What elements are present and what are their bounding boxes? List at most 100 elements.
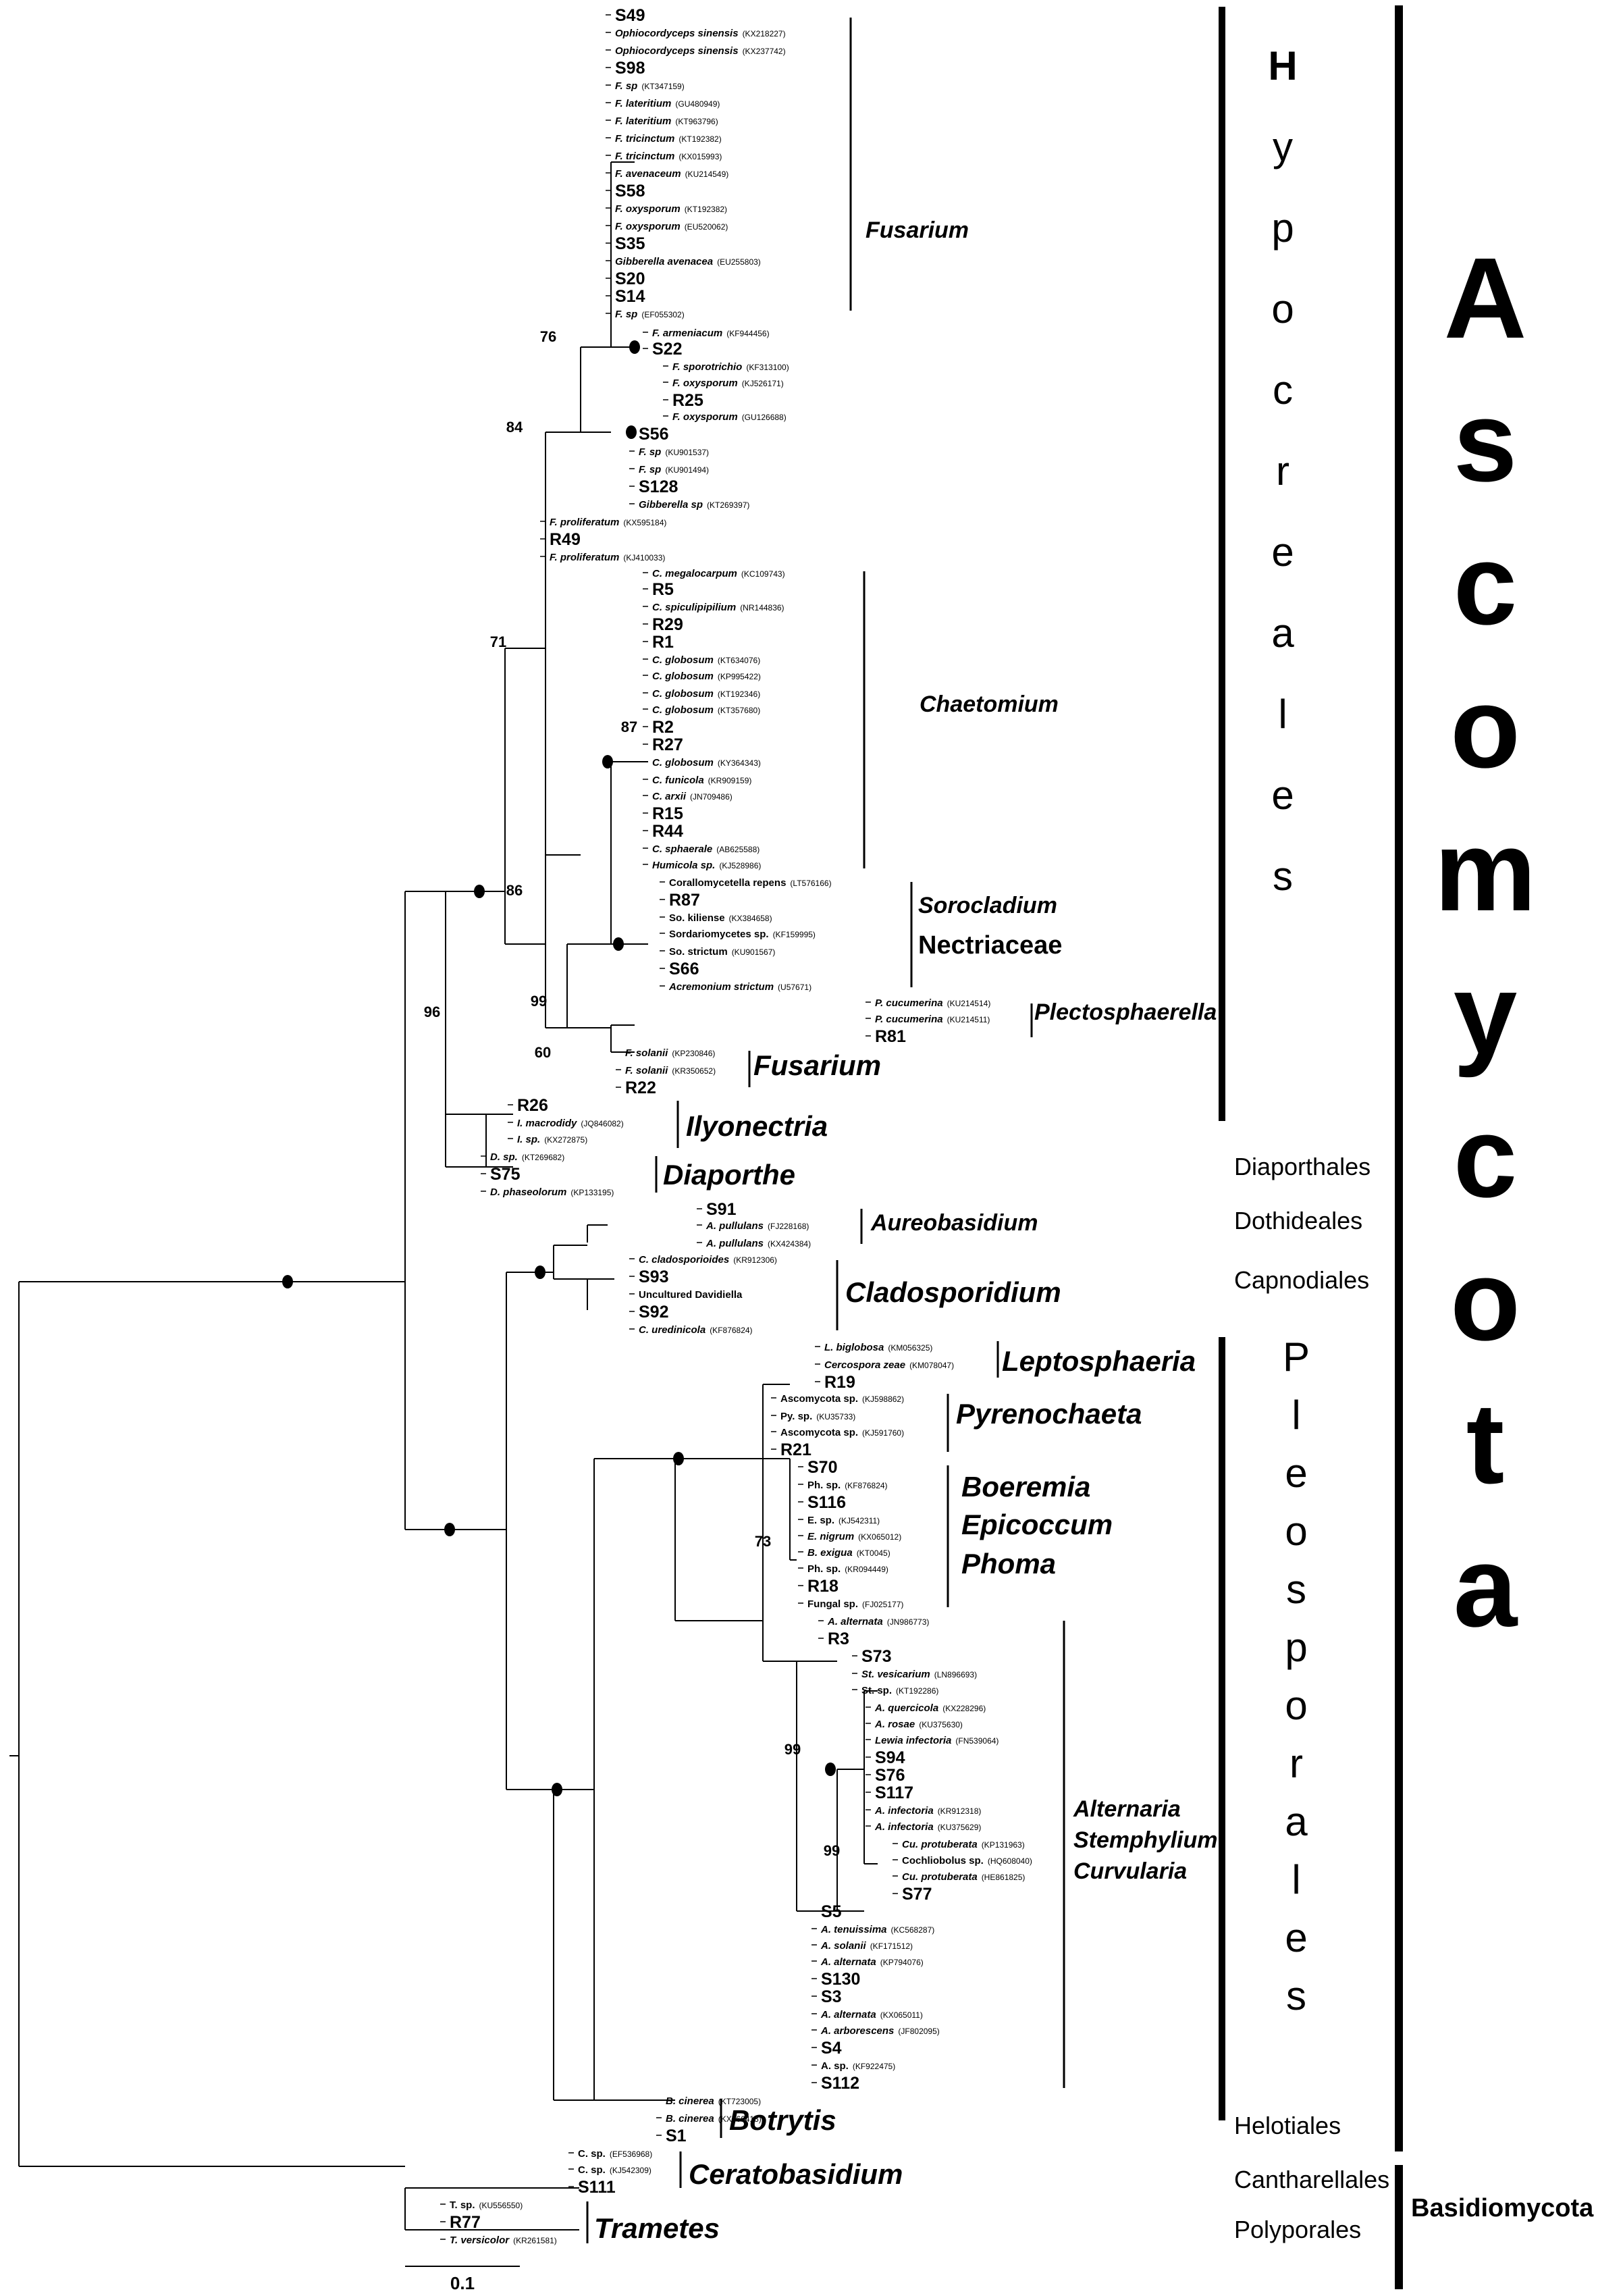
taxon-name: C. globosum (652, 704, 714, 716)
taxon-label: Py. sp.(KU35733) (780, 1411, 855, 1422)
hypocreales-letter: o (1271, 286, 1294, 332)
accession-number: (KJ542309) (610, 2166, 651, 2175)
clade-name: Pyrenochaeta (956, 1398, 1142, 1430)
accession-number: (KJ591760) (862, 1428, 904, 1438)
clade-name: Plectosphaerella (1034, 999, 1217, 1025)
taxon-label: P. cucumerina(KU214511) (875, 1014, 990, 1025)
taxon-label: Ascomycota sp.(KJ598862) (780, 1393, 904, 1405)
taxon-name: A. quercicola (874, 1702, 938, 1714)
accession-number: (FJ025177) (862, 1600, 903, 1609)
taxon-label: F. sp(KT347159) (615, 80, 685, 92)
support-bullet (535, 1266, 546, 1279)
accession-number: (KT192382) (685, 205, 727, 214)
taxon-label: F. sporotrichio(KF313100) (672, 361, 789, 373)
taxon-name: C. arxii (652, 791, 687, 802)
taxon-label: C. sphaerale(AB625588) (652, 843, 760, 855)
accession-number: (KU375629) (938, 1823, 982, 1832)
taxon-label: L. biglobosa(KM056325) (824, 1342, 932, 1353)
ascomycota-letter: m (1434, 807, 1536, 935)
taxon-label: S98 (615, 59, 645, 78)
accession-number: (KJ526171) (742, 379, 784, 388)
taxon-name: F. armeniacum (652, 328, 722, 339)
taxon-name: Fungal sp. (807, 1598, 858, 1610)
taxon-name: S70 (807, 1458, 837, 1477)
accession-number: (KF922475) (853, 2062, 895, 2071)
clade-name: Ceratobasidium (689, 2158, 903, 2190)
taxon-name: C. megalocarpum (652, 568, 737, 579)
accession-number: (LN896693) (934, 1670, 977, 1679)
taxon-label: I. sp.(KX272875) (517, 1134, 587, 1145)
taxon-name: Py. sp. (780, 1411, 812, 1422)
accession-number: (EF055302) (641, 310, 684, 319)
accession-number: (KC568287) (891, 1925, 935, 1935)
ascomycota-letter: o (1450, 664, 1520, 792)
taxon-name: F. oxysporum (615, 221, 681, 232)
taxon-name: I. sp. (517, 1134, 540, 1145)
taxon-name: S111 (578, 2178, 616, 2197)
bootstrap-value: 84 (506, 419, 523, 436)
tree-branches (9, 161, 878, 2230)
taxon-label: Sordariomycetes sp.(KF159995) (669, 929, 816, 940)
taxon-name: T. versicolor (450, 2235, 510, 2246)
pleosporales-letter: l (1292, 1392, 1300, 1438)
taxon-name: Uncultured Davidiella (639, 1289, 743, 1301)
accession-number: (KX424384) (768, 1239, 811, 1249)
taxon-label: E. nigrum(KX065012) (807, 1531, 901, 1542)
taxon-label: A. pullulans(FJ228168) (706, 1220, 809, 1232)
taxon-label: A. rosae(KU375630) (874, 1719, 963, 1730)
support-bullet (629, 340, 640, 354)
accession-number: (KR350652) (672, 1066, 716, 1076)
taxon-label: S35 (615, 234, 645, 253)
taxon-label: C. globosum(KT357680) (652, 704, 760, 716)
bootstrap-value: 86 (506, 882, 523, 899)
taxon-name: I. macrodidy (517, 1118, 577, 1129)
taxon-label: So. strictum(KU901567) (669, 946, 775, 958)
bootstrap-value: 99 (784, 1741, 801, 1758)
taxon-label: A. arborescens(JF802095) (820, 2025, 940, 2037)
taxon-name: S91 (706, 1200, 737, 1219)
taxon-label: Ph. sp.(KR094449) (807, 1563, 888, 1575)
taxon-name: R81 (875, 1027, 906, 1046)
taxon-name: C. sp. (578, 2164, 606, 2176)
taxon-label: F. avenaceum(KU214549) (615, 168, 728, 180)
taxon-name: R19 (824, 1373, 855, 1392)
taxon-name: F. proliferatum (550, 517, 619, 528)
accession-number: (KP230846) (672, 1049, 715, 1058)
pleosporales-letter: a (1285, 1799, 1308, 1844)
accession-number: (KF313100) (746, 363, 789, 372)
taxon-label: A. infectoria(KR912318) (874, 1805, 981, 1817)
order-name: Helotiales (1234, 2112, 1341, 2139)
accession-number: (KT269397) (707, 500, 749, 510)
order-name: Dothideales (1234, 1207, 1362, 1234)
hypocreales-letter: l (1278, 692, 1287, 737)
accession-number: (JN986773) (887, 1617, 930, 1627)
taxon-label: C. sp.(EF536968) (578, 2148, 652, 2160)
taxon-label: Ophiocordyceps sinensis(KX218227) (615, 28, 786, 39)
taxon-label: R15 (652, 804, 683, 823)
clade-name: Alternaria (1073, 1796, 1181, 1822)
taxon-name: R29 (652, 615, 683, 634)
taxon-name: F. oxysporum (672, 411, 738, 423)
taxon-name: E. nigrum (807, 1531, 854, 1542)
taxon-name: S5 (821, 1902, 842, 1921)
accession-number: (KT723005) (718, 2097, 761, 2106)
taxon-name: F. tricinctum (615, 151, 674, 162)
accession-number: (KT0045) (857, 1548, 890, 1558)
taxon-label: Humicola sp.(KJ528986) (652, 860, 761, 871)
pleosporales-letter: e (1285, 1915, 1307, 1960)
accession-number: (KR912318) (938, 1806, 982, 1816)
taxon-label: A. sp.(KF922475) (821, 2060, 895, 2072)
taxon-label: So. kiliense(KX384658) (669, 912, 772, 924)
ascomycota-letter: y (1454, 950, 1518, 1078)
taxon-name: Sordariomycetes sp. (669, 929, 769, 940)
support-bullet (626, 425, 637, 439)
bootstrap-value: 96 (424, 1003, 440, 1020)
support-bullet (552, 1783, 562, 1796)
accession-number: (KF876824) (710, 1326, 752, 1335)
pleosporales-letter: p (1285, 1625, 1307, 1670)
taxon-label: R26 (517, 1096, 548, 1115)
taxon-label: R22 (625, 1078, 656, 1097)
accession-number: (KU214514) (947, 999, 991, 1008)
taxon-label: S4 (821, 2039, 842, 2058)
